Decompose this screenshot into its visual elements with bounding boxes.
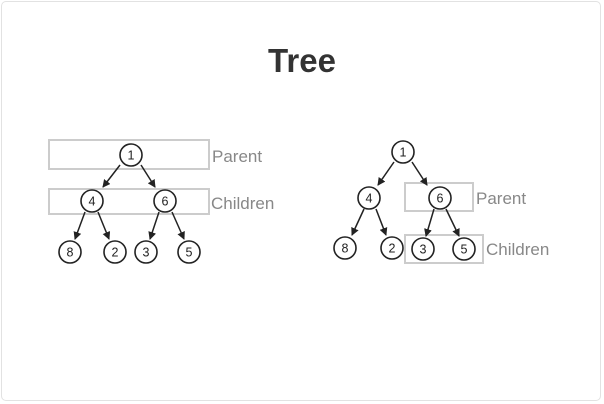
right-edge-1-6 [411,161,428,186]
right-node-2-label: 2 [389,242,396,256]
left-node-6-label: 6 [162,195,169,209]
right-node-5-label: 5 [461,243,468,257]
right-node-8: 8 [333,236,357,260]
right-node-4: 4 [357,186,381,210]
right-node-2: 2 [380,236,404,260]
right-parent-highlight-box [404,182,474,212]
left-node-8-label: 8 [67,246,74,260]
right-node-1: 1 [391,140,415,164]
right-node-6: 6 [428,186,452,210]
right-edge-4-8 [351,208,365,236]
left-edge-4-2 [97,211,111,240]
right-children-highlight-box [404,234,484,264]
right-edge-1-4 [377,161,395,186]
left-edge-6-5 [171,211,185,240]
diagram-title: Tree [268,42,336,79]
right-edge-6-5 [445,208,460,237]
left-edge-1-6 [140,164,156,188]
right-children-label: Children [486,240,549,259]
right-node-5: 5 [452,237,476,261]
right-edge-6-3 [424,208,435,237]
left-node-4-label: 4 [89,195,96,209]
left-node-5: 5 [177,240,201,264]
left-node-6: 6 [153,189,177,213]
left-node-3-label: 3 [143,246,150,260]
right-edge-4-2 [375,208,388,236]
left-edge-6-3 [148,211,160,240]
left-node-5-label: 5 [186,246,193,260]
left-tree: Parent Children 1 4 6 8 2 [48,139,274,264]
left-node-4: 4 [80,189,104,213]
left-edge-1-4 [102,164,121,188]
right-node-8-label: 8 [342,242,349,256]
left-children-label: Children [211,194,274,213]
right-node-4-label: 4 [366,192,373,206]
right-node-3-label: 3 [420,243,427,257]
right-tree: Parent Children 1 4 6 8 2 [333,140,549,264]
left-node-2-label: 2 [112,246,119,260]
left-node-1: 1 [119,143,143,167]
left-node-2: 2 [103,240,127,264]
left-node-1-label: 1 [128,149,135,163]
left-edge-4-8 [73,211,86,240]
right-parent-label: Parent [476,189,526,208]
left-node-8: 8 [58,240,82,264]
left-parent-highlight-box [48,139,210,170]
right-node-6-label: 6 [437,192,444,206]
right-node-1-label: 1 [400,146,407,160]
left-children-highlight-box [48,188,210,215]
left-node-3: 3 [134,240,158,264]
left-parent-label: Parent [212,147,262,166]
right-node-3: 3 [411,237,435,261]
